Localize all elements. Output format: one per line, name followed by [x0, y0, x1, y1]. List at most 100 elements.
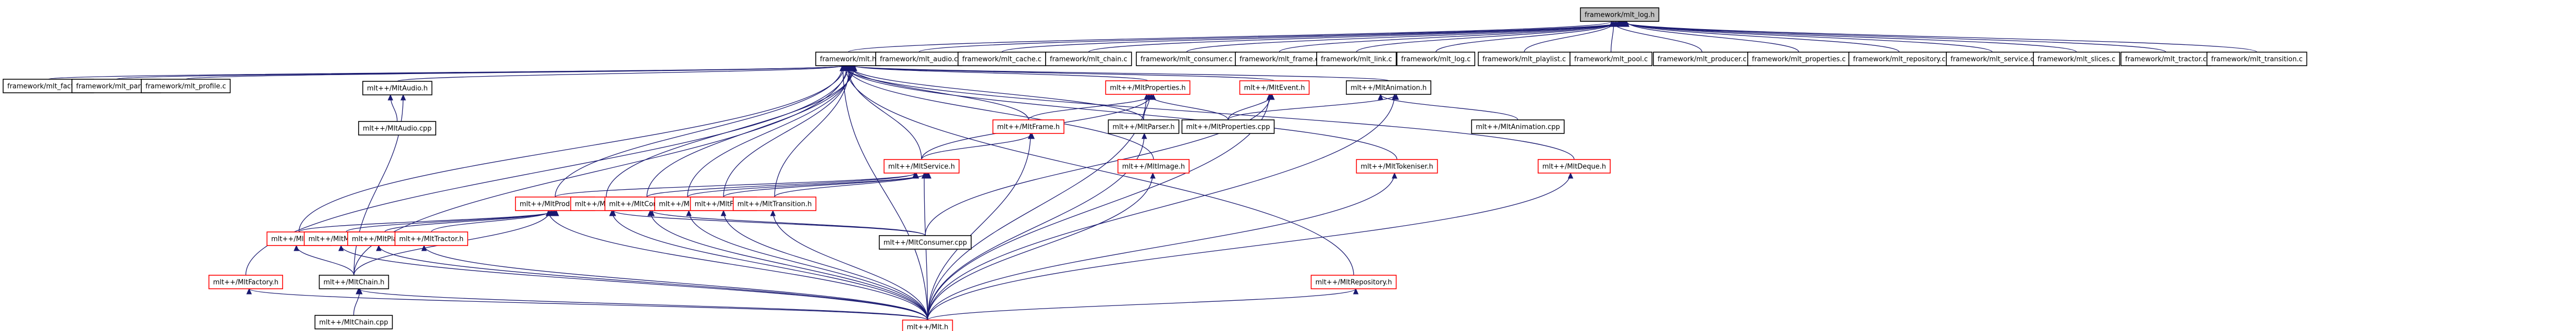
arrowhead-icon: [246, 288, 252, 295]
node-link-c[interactable]: framework/mlt_link.c: [1316, 52, 1397, 66]
node-mltanimation-h[interactable]: mlt++/MltAnimation.h: [1346, 80, 1431, 95]
node-mlttransition-h[interactable]: mlt++/MltTransition.h: [732, 197, 817, 211]
node-chain-c[interactable]: framework/mlt_chain.c: [1045, 52, 1132, 66]
edge-line: [774, 65, 850, 198]
node-box: [1108, 119, 1180, 134]
node-mltfactory-h[interactable]: mlt++/MltFactory.h: [208, 275, 284, 289]
node-slices-c[interactable]: framework/mlt_slices.c: [2033, 52, 2120, 66]
node-producer-c[interactable]: framework/mlt_producer.c: [1653, 52, 1751, 66]
node-mltframe-h[interactable]: mlt++/MltFrame.h: [992, 119, 1064, 134]
node-repository-c[interactable]: framework/mlt_repository.c: [1848, 52, 1951, 66]
edge-MltAudio_h-to-mlt_h: [397, 65, 845, 82]
node-label: mlt++/MltFactory.h: [213, 279, 278, 287]
node-box: [815, 52, 881, 66]
node-mltconsumer-cpp[interactable]: mlt++/MltConsumer.cpp: [879, 235, 972, 250]
node-mltevent-h[interactable]: mlt++/MltEvent.h: [1239, 80, 1310, 95]
node-box: [2206, 52, 2308, 66]
edge-Mlt_h-to-MltProfile_h: [609, 210, 928, 321]
edge-Mlt_h-to-MltChain_h: [355, 288, 928, 321]
node-mltdeque-h[interactable]: mlt++/MltDeque.h: [1538, 159, 1611, 174]
arrowhead-icon: [1392, 172, 1397, 179]
node-label: mlt++/MltProperties.h: [1110, 84, 1186, 92]
edge-line: [1380, 94, 1518, 120]
edge-line: [846, 65, 1154, 160]
node-cache-c[interactable]: framework/mlt_cache.c: [958, 52, 1046, 66]
node-transition-c[interactable]: framework/mlt_transition.c: [2206, 52, 2308, 66]
edge-MltChain_h-to-MltLink_h: [293, 244, 354, 276]
node-mlttokeniser-h[interactable]: mlt++/MltTokeniser.h: [1356, 159, 1438, 174]
edge-line: [384, 210, 554, 232]
edge-line: [431, 210, 552, 232]
node-mltparser-h[interactable]: mlt++/MltParser.h: [1108, 119, 1180, 134]
arrowhead-icon: [1378, 93, 1383, 100]
node-box: [1396, 52, 1476, 66]
node-mltservice-h[interactable]: mlt++/MltService.h: [884, 159, 960, 174]
node-box: [1117, 159, 1190, 174]
node-mltchain-h[interactable]: mlt++/MltChain.h: [318, 275, 389, 289]
node-profile-c[interactable]: framework/mlt_profile.c: [141, 79, 231, 93]
edge-MltConsumer_cpp-to-MltEvent_h: [925, 93, 1273, 236]
edge-MltAudio_cpp-to-MltAudio_h: [387, 94, 398, 122]
edge-MltConsumer_cpp-to-MltProfile_h: [610, 210, 926, 236]
node-box: [1310, 275, 1397, 289]
edge-mlt_h-to-root: [848, 20, 1615, 53]
edge-layer: [48, 20, 2258, 321]
node-mltrepository-h[interactable]: mlt++/MltRepository.h: [1310, 275, 1397, 289]
node-mltproperties-cpp[interactable]: mlt++/MltProperties.cpp: [1181, 119, 1275, 134]
node-box: [1538, 159, 1611, 174]
edge-MltPlaylist_h-to-MltProducer_h: [384, 210, 556, 232]
edge-line: [688, 210, 928, 321]
arrowhead-icon: [1567, 172, 1574, 179]
node-label: mlt++/MltEvent.h: [1244, 84, 1305, 92]
node-tractor-c[interactable]: framework/mlt_tractor.c: [2120, 52, 2212, 66]
edge-line: [555, 65, 843, 198]
edge-MltMultitrack_h-to-MltProducer_h: [346, 210, 558, 232]
node-mltproperties-h[interactable]: mlt++/MltProperties.h: [1105, 80, 1191, 95]
node-service-c[interactable]: framework/mlt_service.c: [1946, 52, 2039, 66]
node-label: framework/mlt_slices.c: [2038, 56, 2115, 64]
node-label: mlt++/MltAudio.h: [367, 85, 428, 93]
node-root[interactable]: framework/mlt_log.h: [1580, 7, 1660, 22]
edge-MltFrame_h-to-mlt_h: [848, 65, 1029, 120]
edge-line: [1088, 21, 1624, 53]
node-mltaudio-h[interactable]: mlt++/MltAudio.h: [362, 81, 433, 95]
node-label: framework/mlt_chain.c: [1050, 56, 1127, 64]
node-mltanimation-cpp[interactable]: mlt++/MltAnimation.cpp: [1471, 119, 1565, 134]
node-mltaudio-cpp[interactable]: mlt++/MltAudio.cpp: [358, 121, 436, 136]
node-mlt-h[interactable]: mlt++/Mlt.h: [902, 320, 953, 331]
edge-line: [1625, 21, 1900, 53]
edge-line: [298, 210, 557, 232]
edge-line: [927, 133, 1145, 321]
node-box: [1346, 80, 1431, 95]
node-frame-c[interactable]: framework/mlt_frame.c: [1235, 52, 1323, 66]
edge-MltService_h-to-mlt_h: [845, 65, 922, 160]
edge-line: [723, 210, 928, 321]
arrowhead-icon: [1609, 20, 1615, 27]
node-label: framework/mlt_factory.c: [7, 83, 89, 91]
edge-Mlt_h-to-MltAnimation_h: [927, 93, 1397, 321]
edge-tractor_c-to-root: [1617, 20, 2166, 53]
node-label: framework/mlt_service.c: [1951, 56, 2034, 64]
edge-MltField_h-to-mlt_h: [687, 65, 855, 198]
edge-Mlt_h-to-MltTransition_h: [770, 210, 928, 321]
node-label: mlt++/MltDeque.h: [1542, 163, 1606, 171]
node-playlist-c[interactable]: framework/mlt_playlist.c: [1478, 52, 1571, 66]
node-mlttractor-h[interactable]: mlt++/MltTractor.h: [394, 231, 469, 246]
node-mltimage-h[interactable]: mlt++/MltImage.h: [1117, 159, 1190, 174]
node-box: [902, 320, 953, 331]
node-box: [1569, 52, 1653, 66]
edge-line: [649, 210, 928, 321]
node-log-c[interactable]: framework/mlt_log.c: [1396, 52, 1476, 66]
node-pool-c[interactable]: framework/mlt_pool.c: [1569, 52, 1653, 66]
edge-line: [927, 94, 1395, 321]
node-consumer-c[interactable]: framework/mlt_consumer.c: [1136, 52, 1237, 66]
edge-line: [854, 65, 1148, 81]
arrowhead-icon: [376, 244, 382, 251]
edge-line: [848, 21, 1612, 53]
edge-line: [843, 65, 1575, 160]
node-mltchain-cpp[interactable]: mlt++/MltChain.cpp: [314, 315, 393, 329]
node-audio-c[interactable]: framework/mlt_audio.c: [875, 52, 963, 66]
node-mlt-h[interactable]: framework/mlt.h: [815, 52, 881, 66]
node-box: [992, 119, 1064, 134]
node-properties-c[interactable]: framework/mlt_properties.c: [1747, 52, 1850, 66]
